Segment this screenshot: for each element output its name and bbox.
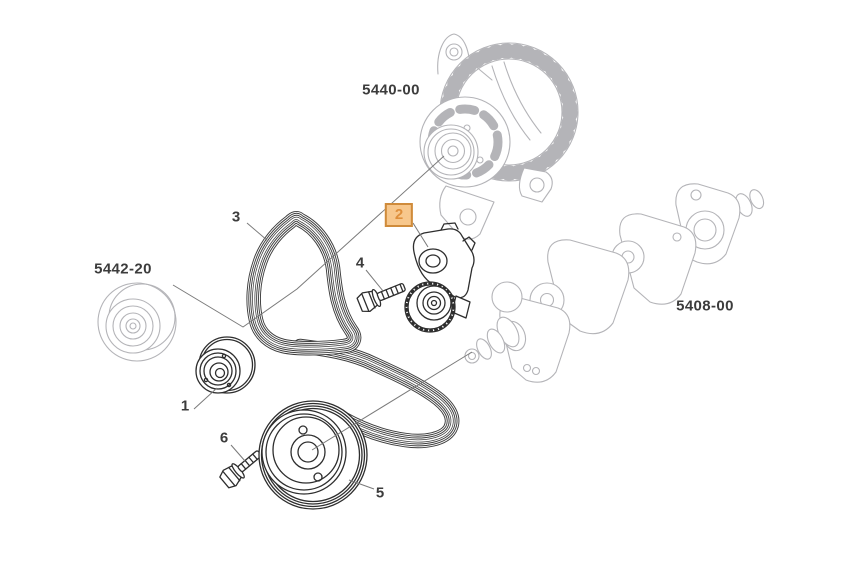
crank-pulley-bolt-drawing[interactable] xyxy=(218,445,266,490)
crankshaft-ghost-drawing xyxy=(464,183,765,383)
callout-1-idler-pulley[interactable]: 1 xyxy=(180,397,190,415)
callout-5-crankshaft-pulley[interactable]: 5 xyxy=(375,484,385,502)
idler-pulley-drawing[interactable] xyxy=(195,336,256,394)
leader-callout-6 xyxy=(230,444,246,462)
leader-callout-3 xyxy=(246,222,269,242)
callout-2-belt-tensioner[interactable]: 2 xyxy=(384,203,414,227)
leader-alternator-to-pulley xyxy=(172,155,445,328)
callout-6-pulley-bolt[interactable]: 6 xyxy=(219,429,229,447)
leader-callout-4 xyxy=(365,269,384,292)
callout-4-tensioner-bolt[interactable]: 4 xyxy=(355,254,365,272)
belt-tensioner-drawing[interactable] xyxy=(404,222,476,333)
part-code-crankshaft[interactable]: 5408-00 xyxy=(676,297,734,315)
leader-lines xyxy=(172,155,473,490)
callout-3-drive-belt[interactable]: 3 xyxy=(231,208,241,226)
leader-callout-5 xyxy=(348,479,375,490)
leader-callout-2 xyxy=(412,222,429,248)
part-code-idler-group[interactable]: 5442-20 xyxy=(94,260,152,278)
leader-callout-1 xyxy=(193,387,218,410)
part-code-alternator[interactable]: 5440-00 xyxy=(362,81,420,99)
alternator-ghost-drawing xyxy=(419,33,579,240)
pulley-5442-ghost-drawing xyxy=(97,282,177,362)
crankshaft-pulley-drawing[interactable] xyxy=(258,400,368,510)
tensioner-bolt-drawing[interactable] xyxy=(356,277,408,314)
leader-crank-nose-to-pulley xyxy=(311,351,473,451)
